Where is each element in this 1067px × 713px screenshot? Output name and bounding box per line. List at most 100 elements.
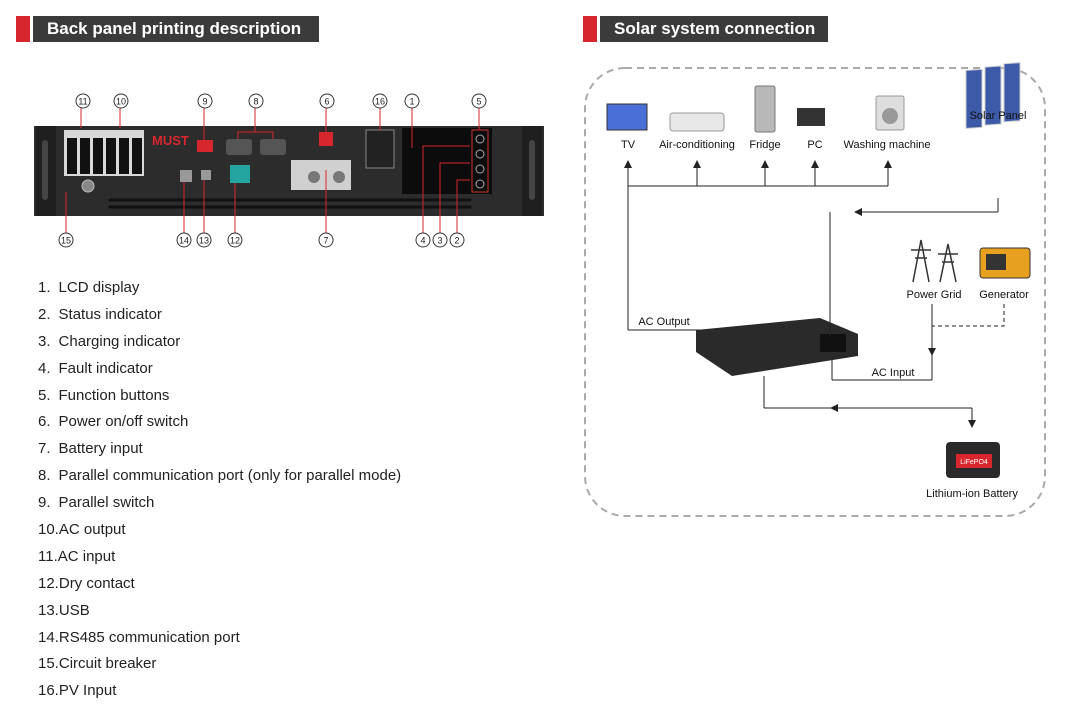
lcd-display: [402, 128, 492, 194]
callout-6: 6: [324, 97, 329, 107]
list-item: 9.Parallel switch: [38, 493, 401, 520]
dry-contact: [230, 165, 250, 183]
item-number: 6.: [38, 413, 51, 431]
parallel-port-2: [260, 139, 286, 155]
description-list: 1.LCD display 2.Status indicator 3.Charg…: [38, 278, 401, 708]
battery-terminal-neg: [333, 171, 345, 183]
callout-leaders: [65, 108, 480, 233]
label-fridge: Fridge: [749, 139, 780, 151]
diagram-border: [584, 67, 1046, 517]
pv-input: [365, 129, 395, 169]
list-item: 5.Function buttons: [38, 386, 401, 413]
label-battery: Lithium-ion Battery: [926, 488, 1018, 500]
item-text: Dry contact: [58, 574, 135, 592]
list-item: 4. Fault indicator: [38, 359, 401, 386]
item-number: 5.: [38, 386, 51, 404]
callout-16: 16: [375, 97, 385, 107]
item-text: Fault indicator: [58, 359, 153, 377]
list-item: 11.AC input: [38, 547, 401, 574]
callout-13: 13: [199, 236, 209, 246]
callout-15: 15: [61, 236, 71, 246]
item-text: PV Input: [58, 682, 117, 700]
list-item: 14.RS485 communication port: [38, 628, 401, 655]
item-text: USB: [58, 601, 90, 619]
callout-3: 3: [437, 236, 442, 246]
item-number: 7.: [38, 440, 51, 458]
solar-panel-icon: [965, 62, 1021, 129]
item-text: Power on/off switch: [58, 413, 189, 431]
item-number: 14.: [38, 628, 59, 646]
item-number: 11.: [38, 547, 58, 565]
label-power-grid: Power Grid: [906, 289, 961, 301]
rack-handle-right: [529, 140, 535, 200]
brand-logo: MUST: [152, 133, 189, 148]
diagram-labels: TV Air-conditioning Fridge PC Washing ma…: [621, 110, 1029, 500]
item-text: AC output: [58, 521, 126, 539]
label-tv: TV: [621, 139, 636, 151]
button-icons: [475, 134, 485, 189]
air-conditioner-icon: [669, 112, 725, 132]
back-panel-illustration: MUST 11 10: [34, 93, 544, 248]
battery-label-band: [956, 454, 992, 468]
ac-terminals: [67, 138, 142, 174]
item-text: LCD display: [58, 279, 140, 296]
generator-dashed-line: [932, 304, 1005, 327]
callout-12: 12: [230, 236, 240, 246]
list-item: 8. Parallel communication port (only for …: [38, 466, 401, 493]
section-title-solar-system: Solar system connection: [600, 16, 828, 42]
list-item: 15.Circuit breaker: [38, 654, 401, 681]
item-number: 1.: [38, 279, 51, 296]
callout-circles: [58, 93, 487, 248]
usb-port: [201, 170, 211, 180]
item-text: Parallel switch: [58, 494, 155, 512]
list-item: 10.AC output: [38, 520, 401, 547]
label-pc: PC: [807, 139, 822, 151]
label-washing-machine: Washing machine: [843, 139, 930, 151]
callout-4: 4: [420, 236, 425, 246]
callout-10: 10: [116, 97, 126, 107]
item-number: 8.: [38, 467, 51, 485]
callout-2: 2: [454, 236, 459, 246]
item-text: Status indicator: [58, 305, 162, 323]
header-accent-bar: [583, 16, 597, 42]
callout-5: 5: [476, 97, 481, 107]
tv-icon: [606, 103, 648, 131]
callout-9: 9: [202, 97, 207, 107]
callout-11: 11: [78, 97, 87, 107]
battery-brand-text: LiFePO4: [960, 459, 988, 466]
list-item: 7.Battery input: [38, 439, 401, 466]
pc-icon: [797, 108, 825, 126]
item-text: Parallel communication port (only for pa…: [58, 467, 402, 485]
item-number: 15.: [38, 655, 59, 673]
power-grid-icon: [911, 239, 958, 283]
power-switch: [319, 132, 333, 146]
label-solar-panel: Solar Panel: [970, 110, 1027, 122]
circuit-breaker: [81, 179, 95, 193]
list-item: 6. Power on/off switch: [38, 412, 401, 439]
label-air-conditioning: Air-conditioning: [659, 139, 735, 151]
list-item: 16.PV Input: [38, 681, 401, 708]
section-header-solar-system: Solar system connection: [583, 16, 828, 42]
rack-handle-left: [42, 140, 48, 200]
item-number: 4.: [38, 359, 51, 377]
parallel-port-1: [226, 139, 252, 155]
rs485-port: [180, 170, 192, 182]
section-title-back-panel: Back panel printing description: [33, 16, 319, 42]
inverter-unit-icon: [696, 318, 858, 376]
callout-14: 14: [179, 236, 189, 246]
inverter-lcd: [820, 334, 846, 352]
battery-terminal-pos: [308, 171, 320, 183]
function-buttons: [471, 129, 489, 193]
list-item: 12.Dry contact: [38, 574, 401, 601]
label-ac-input: AC Input: [872, 367, 915, 379]
list-item: 3.Charging indicator: [38, 332, 401, 359]
item-text: Charging indicator: [58, 332, 181, 350]
label-ac-output: AC Output: [638, 316, 689, 328]
item-number: 16.: [38, 682, 59, 700]
connection-lines: [624, 160, 999, 428]
generator-engine: [986, 254, 1006, 270]
label-generator: Generator: [979, 289, 1029, 301]
ac-terminal-block: [64, 130, 144, 176]
callout-numbers: 11 10 9 8 6 16 1 5 15 14 13 12 7 4 3 2: [61, 97, 482, 246]
